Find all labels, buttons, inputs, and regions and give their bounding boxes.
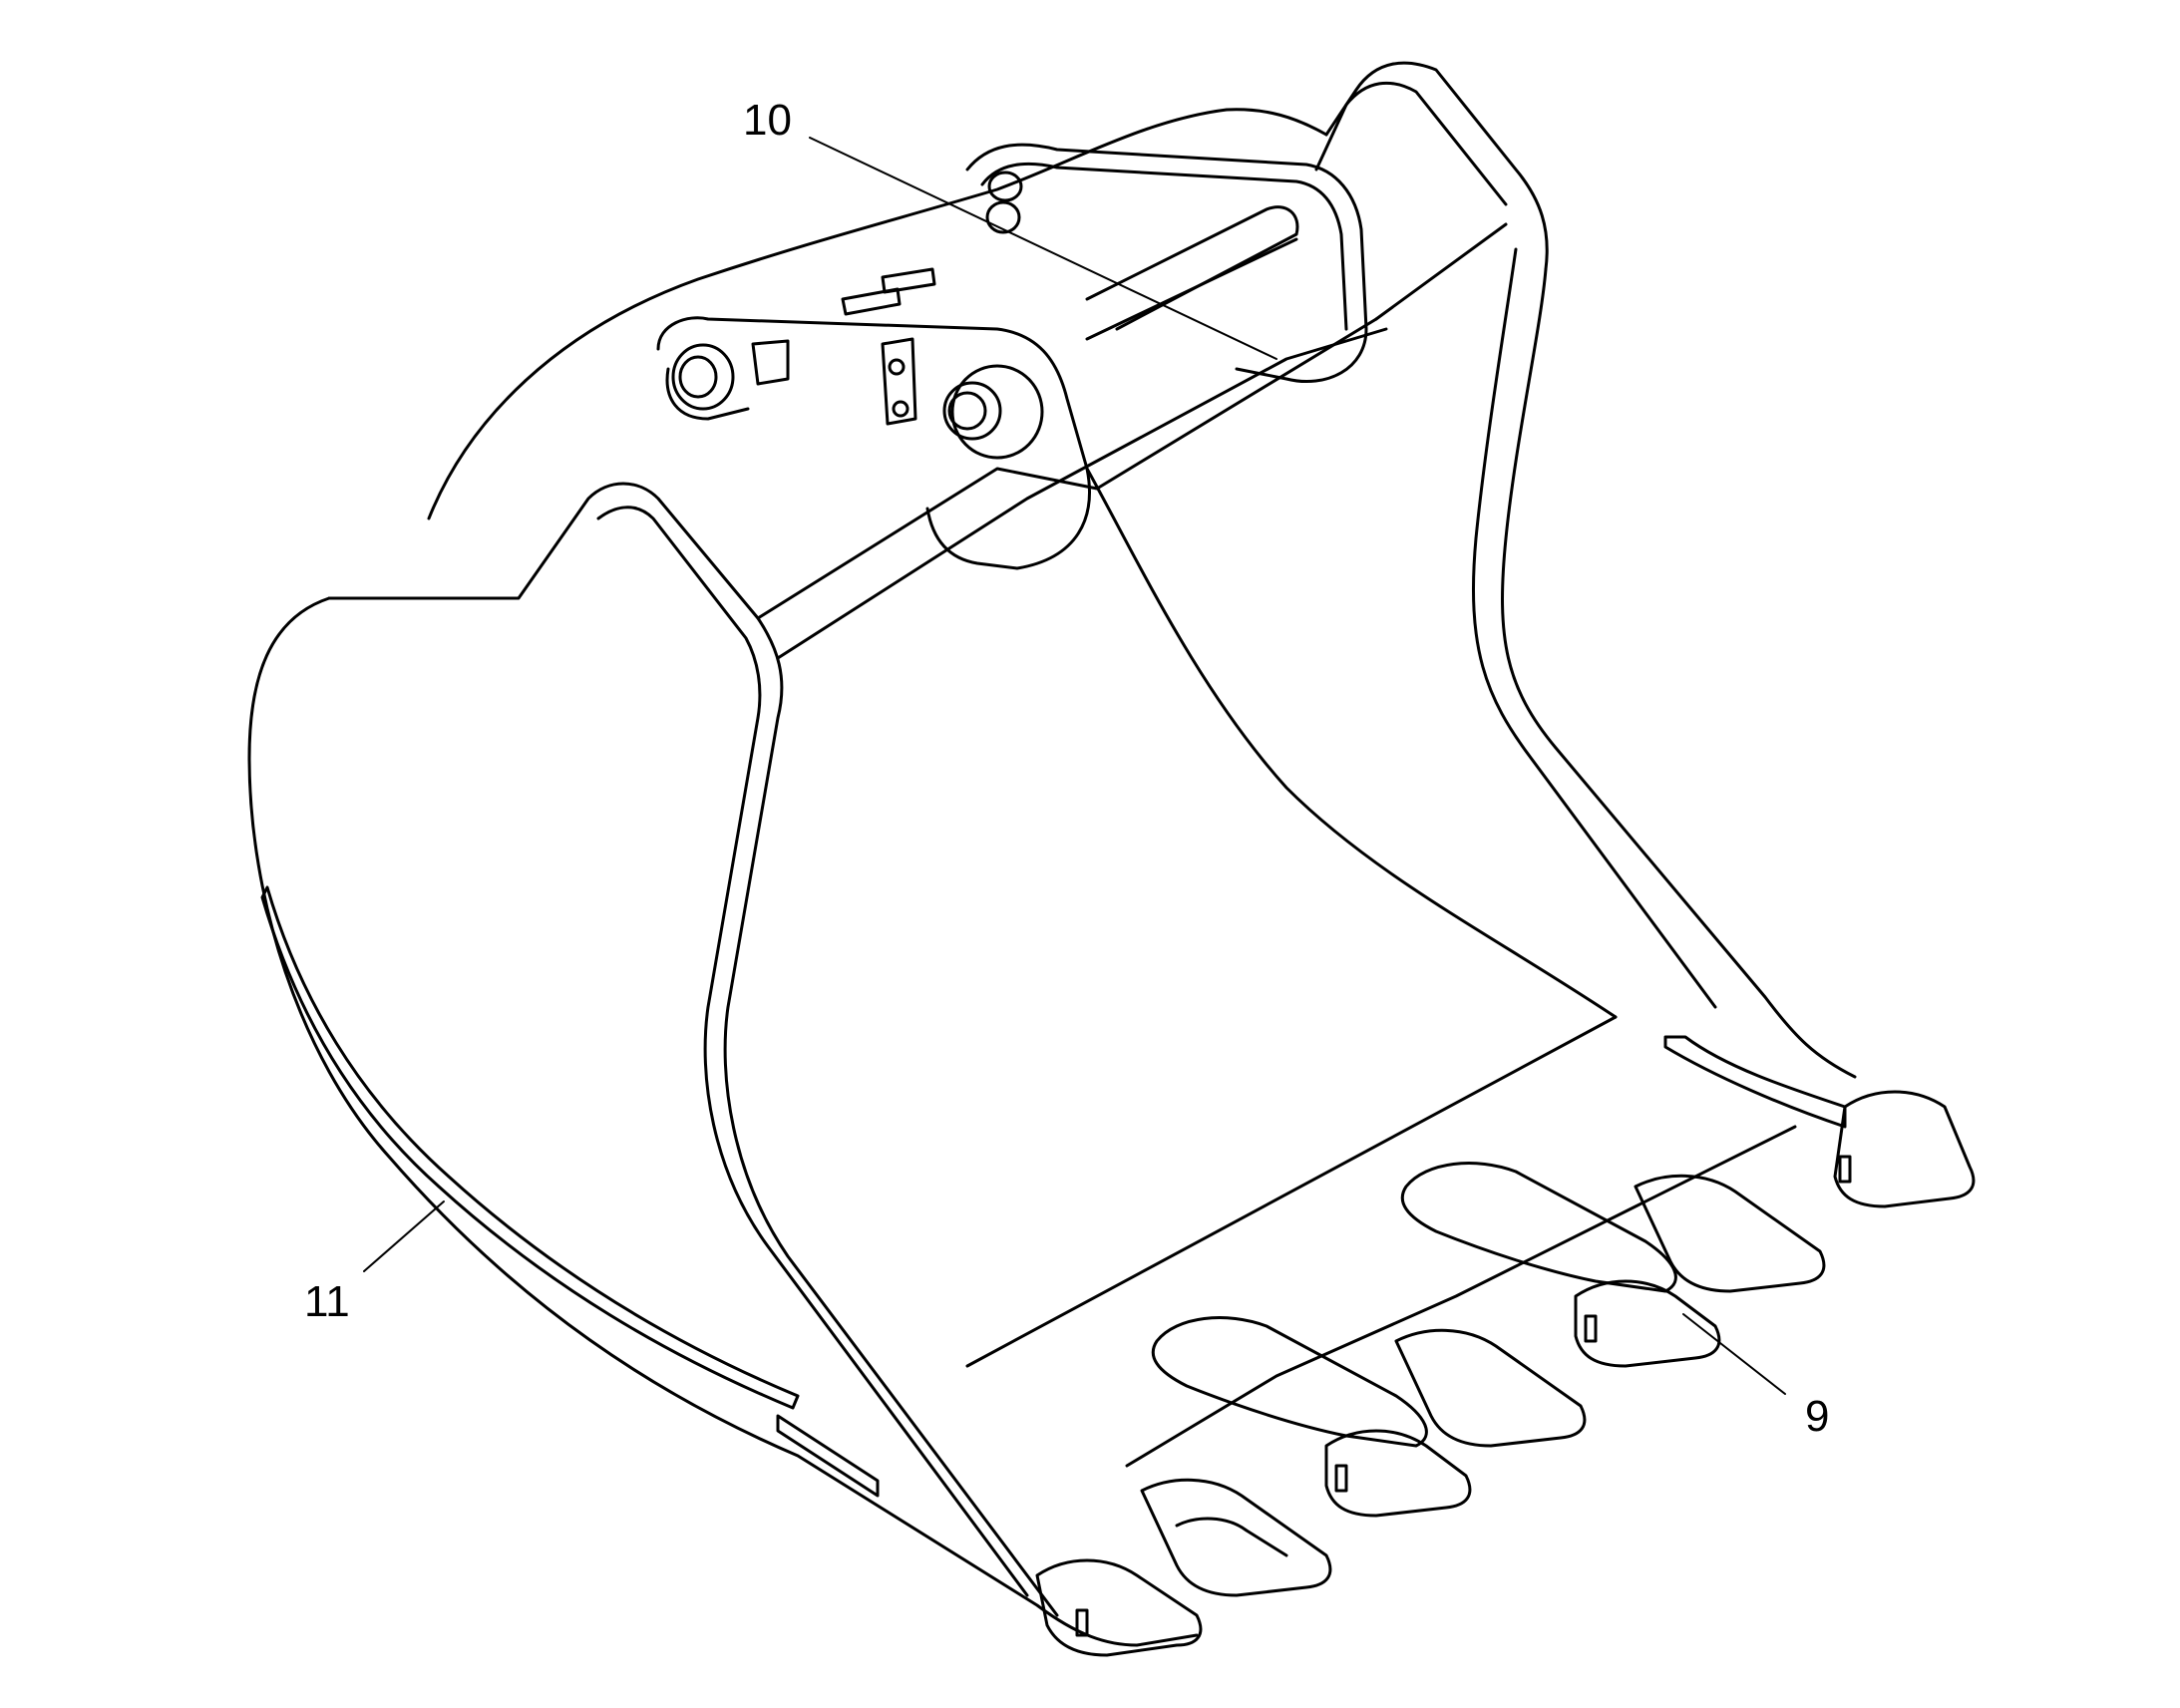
tooth-3-adapter xyxy=(1394,1328,1587,1448)
left-side-panel-top xyxy=(327,482,1059,1617)
rear-plate-hole-1 xyxy=(987,171,1023,202)
left-wear-strip-lower xyxy=(776,1414,880,1498)
retainer-bolt-1 xyxy=(888,358,906,376)
tooth-1-adapter xyxy=(1140,1478,1332,1597)
top-beam xyxy=(756,317,1378,620)
leader-line-11 xyxy=(363,1200,445,1272)
tooth-2-shroud xyxy=(1151,1316,1428,1448)
top-housing-inner xyxy=(1314,81,1508,206)
tooth-right-corner-pin xyxy=(1838,1155,1852,1184)
bucket-back-shell xyxy=(427,108,1328,520)
retainer-block-3 xyxy=(841,287,902,316)
tooth-right-corner xyxy=(1833,1090,1976,1208)
rear-mount-plate-inner xyxy=(980,162,1348,331)
front-plate-hole-right-outer xyxy=(950,364,1044,460)
rear-pin-shaft-bottom xyxy=(1085,237,1298,341)
right-wear-strip xyxy=(1663,1035,1847,1129)
retainer-bolt-2 xyxy=(892,400,909,418)
left-side-panel-outer xyxy=(247,596,1199,1647)
tooth-1-tip xyxy=(1175,1517,1288,1557)
rear-plate-hole-2 xyxy=(985,200,1021,234)
rear-mount-plate xyxy=(965,143,1368,384)
retainer-block-2 xyxy=(881,337,917,426)
right-side-panel-outer xyxy=(1501,267,1857,1079)
tooth-2-pin xyxy=(1334,1464,1348,1493)
top-beam-lower xyxy=(776,327,1388,660)
bottom-lip-edge xyxy=(965,1015,1618,1368)
leader-line-9 xyxy=(1682,1313,1786,1395)
right-side-panel-inner xyxy=(1472,247,1717,1009)
tooth-4-pin xyxy=(1584,1314,1598,1343)
front-plate-hole-right-inner xyxy=(947,391,987,431)
retainer-block-4 xyxy=(881,267,936,294)
front-plate-hole-left-outer xyxy=(671,343,735,411)
front-link-plate xyxy=(656,316,1091,570)
tooth-left-corner-pin xyxy=(1075,1608,1089,1637)
leader-line-10 xyxy=(809,137,1277,360)
tooth-4 xyxy=(1574,1279,1721,1368)
tooth-2 xyxy=(1324,1429,1472,1518)
front-plate-hole-left-inner xyxy=(678,355,718,399)
left-wear-strip xyxy=(260,885,800,1410)
callout-9: 9 xyxy=(1805,1392,1829,1441)
top-back-edge xyxy=(1374,222,1508,321)
front-link-plate-edge xyxy=(665,367,750,421)
callout-11: 11 xyxy=(304,1277,350,1326)
callout-10: 10 xyxy=(743,96,792,145)
left-side-panel-inner-rim xyxy=(596,506,1029,1597)
rear-pin-shaft xyxy=(1085,205,1299,331)
retainer-block-1 xyxy=(751,339,790,386)
tooth-5-adapter xyxy=(1634,1174,1826,1293)
tooth-left-corner xyxy=(1035,1558,1203,1657)
bowl-inner-curve xyxy=(1085,467,1618,1019)
top-housing xyxy=(1324,61,1549,271)
front-plate-hole-right-mid xyxy=(942,381,1002,441)
tooth-4-shroud xyxy=(1400,1162,1677,1293)
bottom-lip-front xyxy=(1125,1125,1797,1468)
